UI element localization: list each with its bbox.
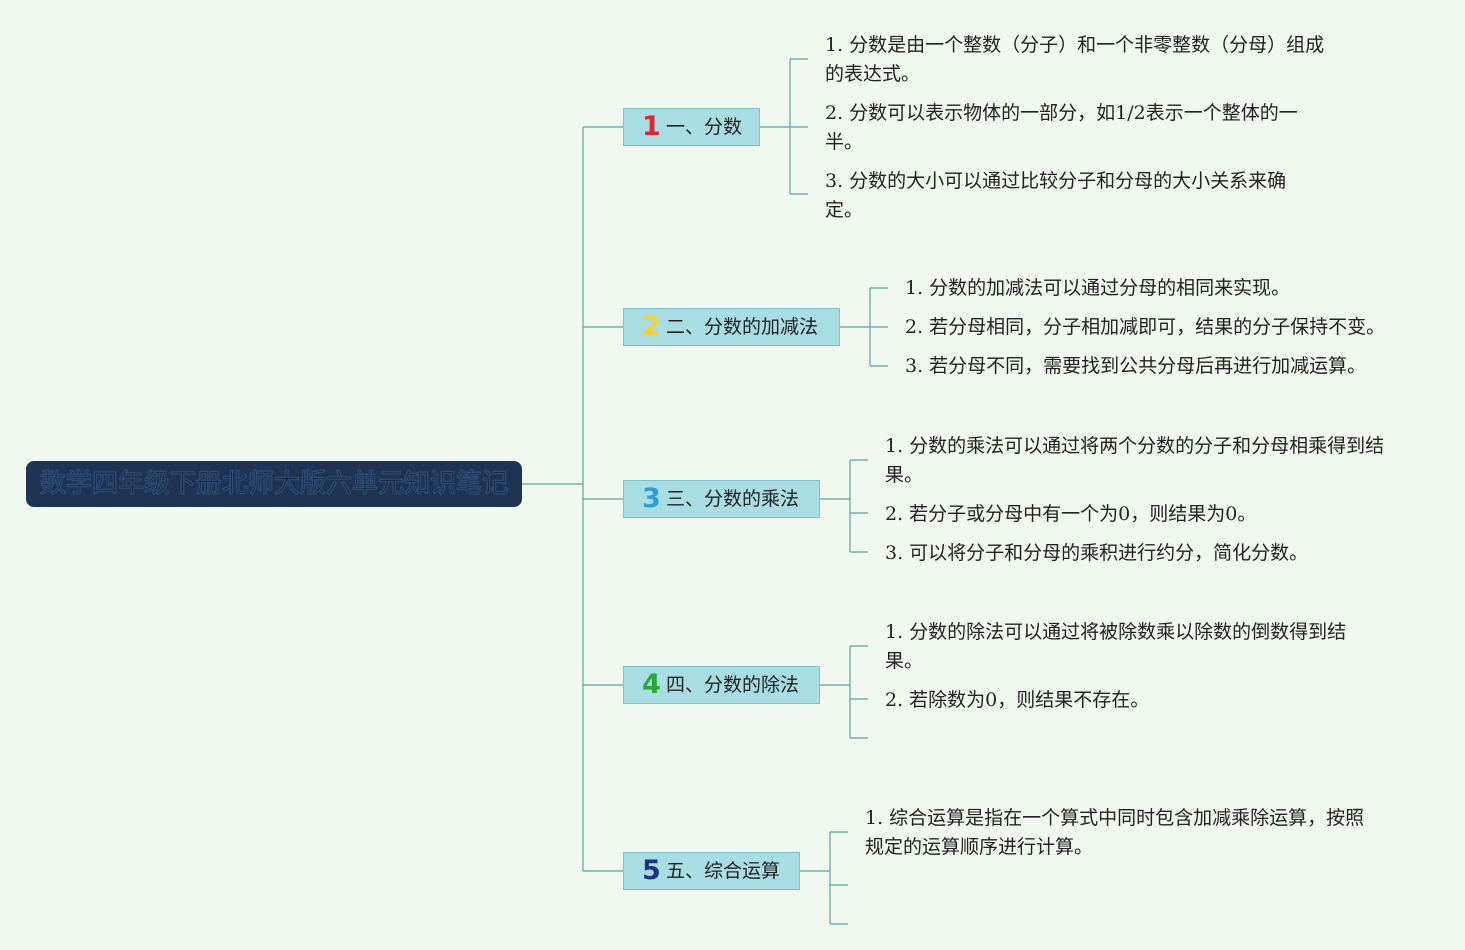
leaf-3-3[interactable]: 3. 可以将分子和分母的乘积进行约分，简化分数。 — [885, 542, 1309, 564]
leaf-3-2[interactable]: 2. 若分子或分母中有一个为0，则结果为0。 — [885, 503, 1257, 525]
leaf-1-3[interactable]: 3. 分数的大小可以通过比较分子和分母的大小关系来确定。 — [825, 170, 1287, 221]
leaf-4-1[interactable]: 1. 分数的除法可以通过将被除数乘以除数的倒数得到结果。 — [885, 621, 1347, 672]
leaf-5-1[interactable]: 1. 综合运算是指在一个算式中同时包含加减乘除运算，按照规定的运算顺序进行计算。 — [865, 807, 1365, 858]
leaf-2-2[interactable]: 2. 若分母相同，分子相加减即可，结果的分子保持不变。 — [905, 316, 1386, 338]
number-3-icon: 3 — [642, 483, 661, 514]
leaf-2-1[interactable]: 1. 分数的加减法可以通过分母的相同来实现。 — [905, 277, 1291, 299]
number-5-icon: 5 — [642, 855, 661, 886]
branch-label: 三、分数的乘法 — [666, 488, 800, 510]
leaf-4-2[interactable]: 2. 若除数为0，则结果不存在。 — [885, 689, 1150, 711]
branch-label: 五、综合运算 — [666, 860, 781, 882]
branch-label: 一、分数 — [666, 116, 743, 138]
number-1-icon: 1 — [642, 111, 661, 142]
leaf-3-1[interactable]: 1. 分数的乘法可以通过将两个分数的分子和分母相乘得到结果。 — [885, 435, 1385, 486]
branch-label: 四、分数的除法 — [666, 674, 800, 696]
root-topic[interactable]: 数学四年级下册北师大版六单元知识笔记 — [26, 461, 522, 507]
leaf-2-3[interactable]: 3. 若分母不同，需要找到公共分母后再进行加减运算。 — [905, 355, 1367, 377]
branch-label: 二、分数的加减法 — [666, 316, 819, 338]
number-2-icon: 2 — [642, 311, 661, 342]
leaf-1-2[interactable]: 2. 分数可以表示物体的一部分，如1/2表示一个整体的一半。 — [825, 102, 1298, 153]
number-4-icon: 4 — [642, 669, 661, 700]
leaf-1-1[interactable]: 1. 分数是由一个整数（分子）和一个非零整数（分母）组成的表达式。 — [825, 34, 1325, 85]
